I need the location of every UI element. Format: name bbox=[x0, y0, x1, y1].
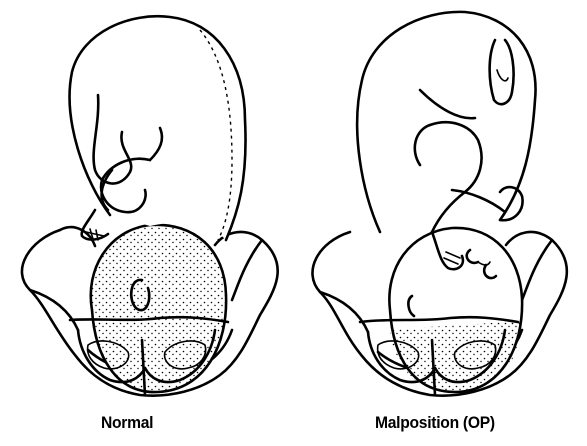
normal-position-drawing bbox=[22, 14, 278, 395]
malposition-op-drawing bbox=[312, 12, 566, 396]
caption-normal: Normal bbox=[101, 413, 153, 433]
left-fetal-body bbox=[67, 14, 245, 240]
left-fetal-head bbox=[91, 225, 226, 392]
caption-malposition: Malposition (OP) bbox=[375, 413, 495, 433]
